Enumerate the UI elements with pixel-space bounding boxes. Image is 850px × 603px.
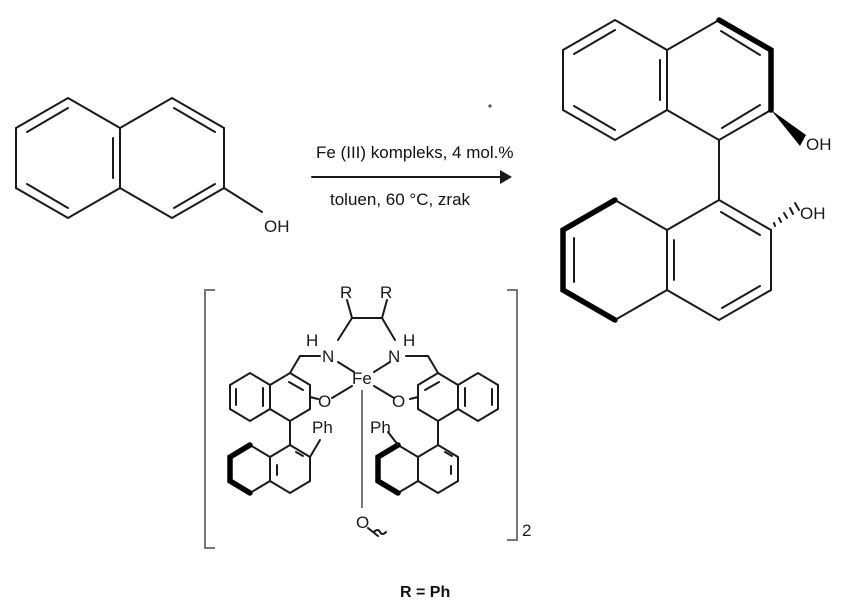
oh-top-label: OH	[806, 135, 832, 154]
o-bridge-label: O	[356, 513, 369, 532]
o-left-label: O	[318, 392, 331, 411]
reaction-arrow: Fe (III) kompleks, 4 mol.% toluen, 60 °C…	[311, 104, 513, 209]
ph-right-label: Ph	[370, 418, 391, 437]
substituent-footnote: R = Ph	[400, 584, 450, 601]
catalyst-complex: 2 R R H N H N Fe O O Ph	[204, 283, 531, 549]
dimer-subscript: 2	[522, 521, 531, 540]
r-right-label: R	[380, 283, 392, 302]
left-bracket	[204, 289, 215, 549]
h-right-label: H	[403, 331, 415, 350]
n-left-label: N	[322, 347, 334, 366]
oh-bottom-label: OH	[800, 204, 826, 223]
h-left-label: H	[306, 331, 318, 350]
r-left-label: R	[340, 283, 352, 302]
o-right-label: O	[392, 392, 405, 411]
condition-catalyst: Fe (III) kompleks, 4 mol.%	[316, 143, 513, 162]
n-right-label: N	[388, 347, 400, 366]
product-binol: OH OH	[560, 17, 832, 323]
reactant-2-naphthol: OH	[15, 96, 290, 236]
condition-solvent: toluen, 60 °C, zrak	[330, 190, 471, 209]
fe-label: Fe	[352, 369, 372, 388]
oh-label: OH	[264, 217, 290, 236]
ph-left-label: Ph	[312, 418, 333, 437]
right-bracket	[507, 289, 518, 541]
